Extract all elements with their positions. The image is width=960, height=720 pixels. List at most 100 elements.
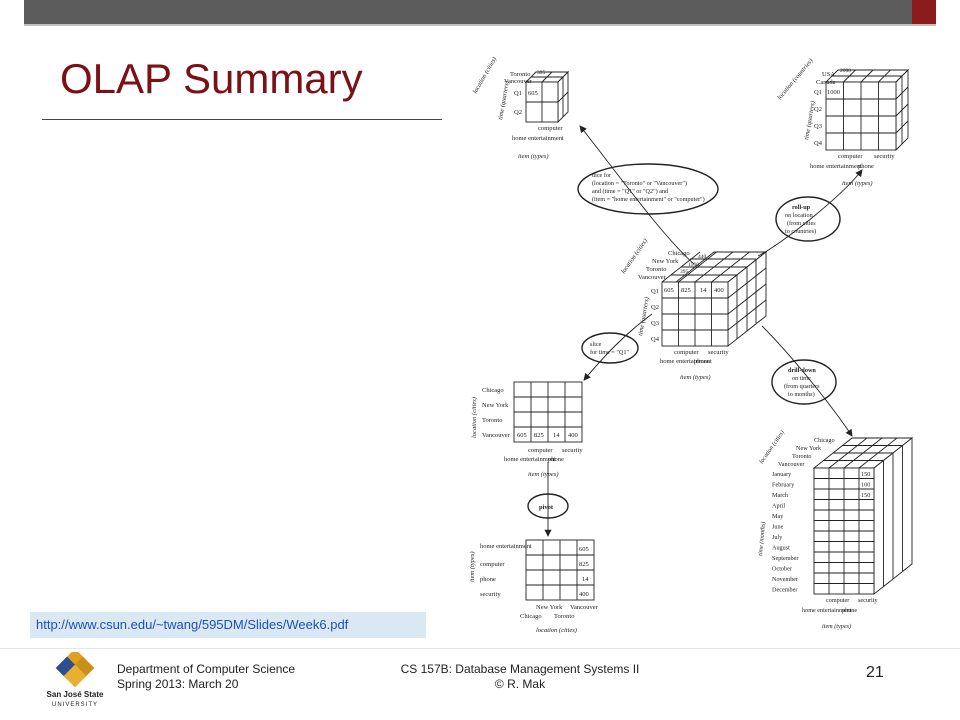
- central-item-3: home entertainment: [660, 358, 712, 365]
- slice-arrow: [583, 313, 653, 381]
- rollup-item-3: home entertainment: [810, 163, 862, 170]
- rollup-ellipse-line-1: roll-up: [792, 204, 811, 211]
- rollup-ellipse-line-3: (from cities: [787, 220, 816, 227]
- drilldown-value-1: 150: [861, 471, 870, 478]
- pivot-value-3: 14: [582, 576, 589, 583]
- central-city-2: New York: [652, 258, 679, 265]
- footer-department-line-1: Department of Computer Science: [117, 662, 296, 676]
- rollup-ellipse-line-4: to countries): [785, 228, 816, 235]
- pivot-ellipse-label: pivot: [539, 504, 554, 511]
- slice-item-2: security: [562, 447, 583, 454]
- drilldown-ellipse-line-4: to months): [788, 391, 815, 398]
- central-cube: [661, 251, 768, 347]
- rollup-quarter-2: Q2: [814, 106, 822, 113]
- central-value-2: 825: [681, 287, 691, 294]
- drilldown-month-9: September: [772, 555, 798, 562]
- drilldown-month-4: April: [772, 503, 785, 510]
- pivot-value-4: 400: [579, 591, 589, 598]
- olap-operations-diagram: Toronto Vancouver 395 Q1 Q2 605 computer…: [469, 56, 914, 634]
- source-link[interactable]: http://www.csun.edu/~twang/595DM/Slides/…: [36, 617, 349, 632]
- rollup-quarter-3: Q3: [814, 123, 822, 130]
- slice-city-2: New York: [482, 402, 509, 409]
- rollup-item-4: phone: [858, 163, 874, 170]
- sjsu-logo: San José State UNIVERSITY: [47, 652, 104, 708]
- central-top-value-2: 1560: [688, 262, 699, 268]
- rollup-country-2: Canada: [816, 79, 836, 86]
- rollup-country-1: USA: [822, 71, 835, 78]
- top-bar: [24, 0, 912, 24]
- drilldown-month-10: October: [772, 566, 792, 573]
- drilldown-item-3: home entertainment: [802, 607, 852, 614]
- slice-value-1: 605: [517, 432, 527, 439]
- drilldown-x-label: item (types): [822, 623, 851, 630]
- rollup-quarter-4: Q4: [814, 140, 823, 147]
- dice-quarter-1: Q1: [514, 90, 522, 97]
- dice-city-1: Toronto: [510, 71, 531, 78]
- central-top-value-1: 440: [698, 254, 707, 260]
- source-link-box: http://www.csun.edu/~twang/595DM/Slides/…: [30, 612, 426, 638]
- pivot-city-1: New York: [536, 604, 563, 611]
- slice-city-1: Chicago: [482, 387, 504, 394]
- footer-course-line-2: © R. Mak: [494, 677, 546, 691]
- dice-ellipse-line-3: and (time = "Q1" or "Q2") and: [592, 188, 669, 195]
- central-city-4: Vancouver: [638, 274, 667, 281]
- footer-divider: [0, 648, 960, 649]
- drilldown-month-5: May: [772, 513, 784, 520]
- dice-ellipse: [577, 163, 719, 215]
- central-item-1: computer: [674, 349, 699, 356]
- slice-item-3: home entertainment: [504, 456, 556, 463]
- drilldown-month-8: August: [772, 545, 790, 552]
- drilldown-month-2: February: [772, 482, 795, 489]
- pivot-city-3: Chicago: [520, 613, 542, 620]
- dice-y-label: location (cities): [472, 56, 499, 95]
- central-city-1: Chicago: [668, 250, 690, 257]
- slice-y-label: location (cities): [471, 397, 478, 438]
- slice-value-2: 825: [534, 432, 544, 439]
- drilldown-cube: [812, 437, 914, 595]
- top-bar-underline: [24, 24, 936, 26]
- svg-text:San José State: San José State: [47, 690, 104, 699]
- drilldown-value-3: 150: [861, 492, 870, 499]
- drilldown-month-1: January: [772, 471, 792, 478]
- drilldown-arrow: [761, 325, 853, 437]
- drilldown-city-3: Toronto: [792, 453, 812, 460]
- pivot-city-4: Toronto: [554, 613, 575, 620]
- central-value-1: 605: [664, 287, 674, 294]
- dice-item-2: home entertainment: [512, 135, 564, 142]
- dice-ellipse-line-2: (location = "Toronto" or "Vancouver"): [592, 180, 687, 187]
- central-quarter-4: Q4: [651, 336, 660, 343]
- drilldown-y-label: location (cities): [758, 429, 786, 465]
- central-y-label: location (cities): [620, 238, 649, 276]
- drilldown-value-2: 100: [861, 482, 870, 489]
- drilldown-item-2: security: [858, 597, 878, 604]
- central-quarter-2: Q2: [651, 304, 659, 311]
- slice-item-4: phone: [548, 456, 564, 463]
- dice-city-2: Vancouver: [504, 78, 533, 85]
- central-value-3: 14: [700, 287, 707, 294]
- slice-ellipse-line-2: for time = "Q1": [590, 349, 629, 356]
- drilldown-month-12: December: [772, 587, 797, 594]
- drilldown-ellipse-line-2: on time: [792, 375, 811, 382]
- slide-title: OLAP Summary: [60, 55, 363, 102]
- dice-item-1: computer: [538, 125, 563, 132]
- pivot-value-2: 825: [579, 561, 589, 568]
- rollup-top-value: 2000: [840, 68, 851, 74]
- central-item-2: security: [708, 349, 729, 356]
- footer-department-line-2: Spring 2013: March 20: [117, 677, 239, 691]
- central-quarter-3: Q3: [651, 320, 659, 327]
- drilldown-month-3: March: [772, 492, 789, 499]
- drilldown-item-1: computer: [826, 597, 849, 604]
- dice-x-label: item (types): [518, 153, 549, 160]
- slice-city-4: Vancouver: [482, 432, 511, 439]
- slice-ellipse-line-1: slice: [590, 341, 602, 348]
- pivot-item-2: computer: [480, 561, 505, 568]
- footer-course: CS 157B: Database Management Systems II …: [370, 662, 670, 692]
- drilldown-z-label: time (months): [757, 521, 767, 556]
- pivot-item-3: phone: [480, 576, 496, 583]
- drilldown-city-2: New York: [796, 445, 822, 452]
- pivot-y-label: item (types): [469, 551, 476, 582]
- drilldown-month-11: November: [772, 576, 798, 583]
- footer-course-line-1: CS 157B: Database Management Systems II: [400, 662, 640, 676]
- sjsu-emblem-icon: [55, 652, 95, 688]
- dice-arrow: [579, 125, 695, 265]
